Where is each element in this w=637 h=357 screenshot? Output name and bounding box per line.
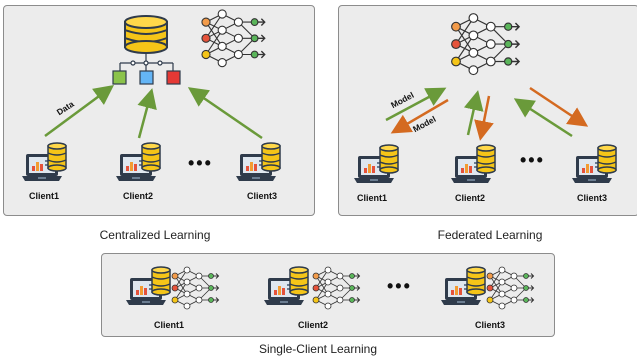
centralized-client1-label: Client1 — [28, 191, 59, 201]
laptop-database-icon-s3 — [440, 266, 486, 306]
download-arrow-client1 — [390, 98, 449, 134]
download-arrow-client2 — [474, 95, 494, 141]
global-neural-network-icon — [450, 12, 520, 76]
laptop-database-icon-f3 — [571, 144, 617, 184]
green-node-icon — [112, 70, 127, 85]
federated-client2-label: Client2 — [454, 193, 485, 203]
laptop-database-icon-s1 — [125, 266, 171, 306]
red-node-icon — [166, 70, 181, 85]
neural-network-icon-s1 — [171, 266, 219, 310]
centralized-ellipsis: ••• — [188, 153, 213, 173]
central-neural-network-icon — [201, 9, 266, 68]
federated-ellipsis: ••• — [520, 150, 545, 170]
data-arrow-client1 — [44, 85, 115, 138]
single-client-caption: Single-Client Learning — [258, 342, 378, 356]
federated-caption: Federated Learning — [437, 228, 543, 242]
single-client3-label: Client3 — [474, 320, 505, 330]
single-client-ellipsis: ••• — [387, 276, 412, 296]
data-arrow-client2 — [137, 88, 157, 139]
single-client1-label: Client1 — [153, 320, 184, 330]
central-database-icon — [124, 15, 168, 54]
node-tree — [119, 53, 174, 71]
blue-node-icon — [139, 70, 154, 85]
centralized-caption: Centralized Learning — [99, 228, 211, 242]
laptop-database-icon-c2 — [115, 142, 161, 182]
laptop-database-icon-c1 — [21, 142, 67, 182]
single-client2-label: Client2 — [297, 320, 328, 330]
laptop-database-icon-c3 — [235, 142, 281, 182]
upload-arrow-client2 — [463, 90, 484, 136]
upload-arrow-client3 — [513, 98, 573, 138]
download-arrow-client3 — [529, 86, 589, 127]
laptop-database-icon-f1 — [353, 144, 399, 184]
federated-client1-label: Client1 — [356, 193, 387, 203]
federated-client3-label: Client3 — [576, 193, 607, 203]
neural-network-icon-s3 — [486, 266, 534, 310]
laptop-database-icon-f2 — [450, 144, 496, 184]
laptop-database-icon-s2 — [263, 266, 309, 306]
centralized-client3-label: Client3 — [246, 191, 277, 201]
centralized-client2-label: Client2 — [122, 191, 153, 201]
neural-network-icon-s2 — [312, 266, 360, 310]
data-arrow-client3 — [187, 87, 263, 140]
